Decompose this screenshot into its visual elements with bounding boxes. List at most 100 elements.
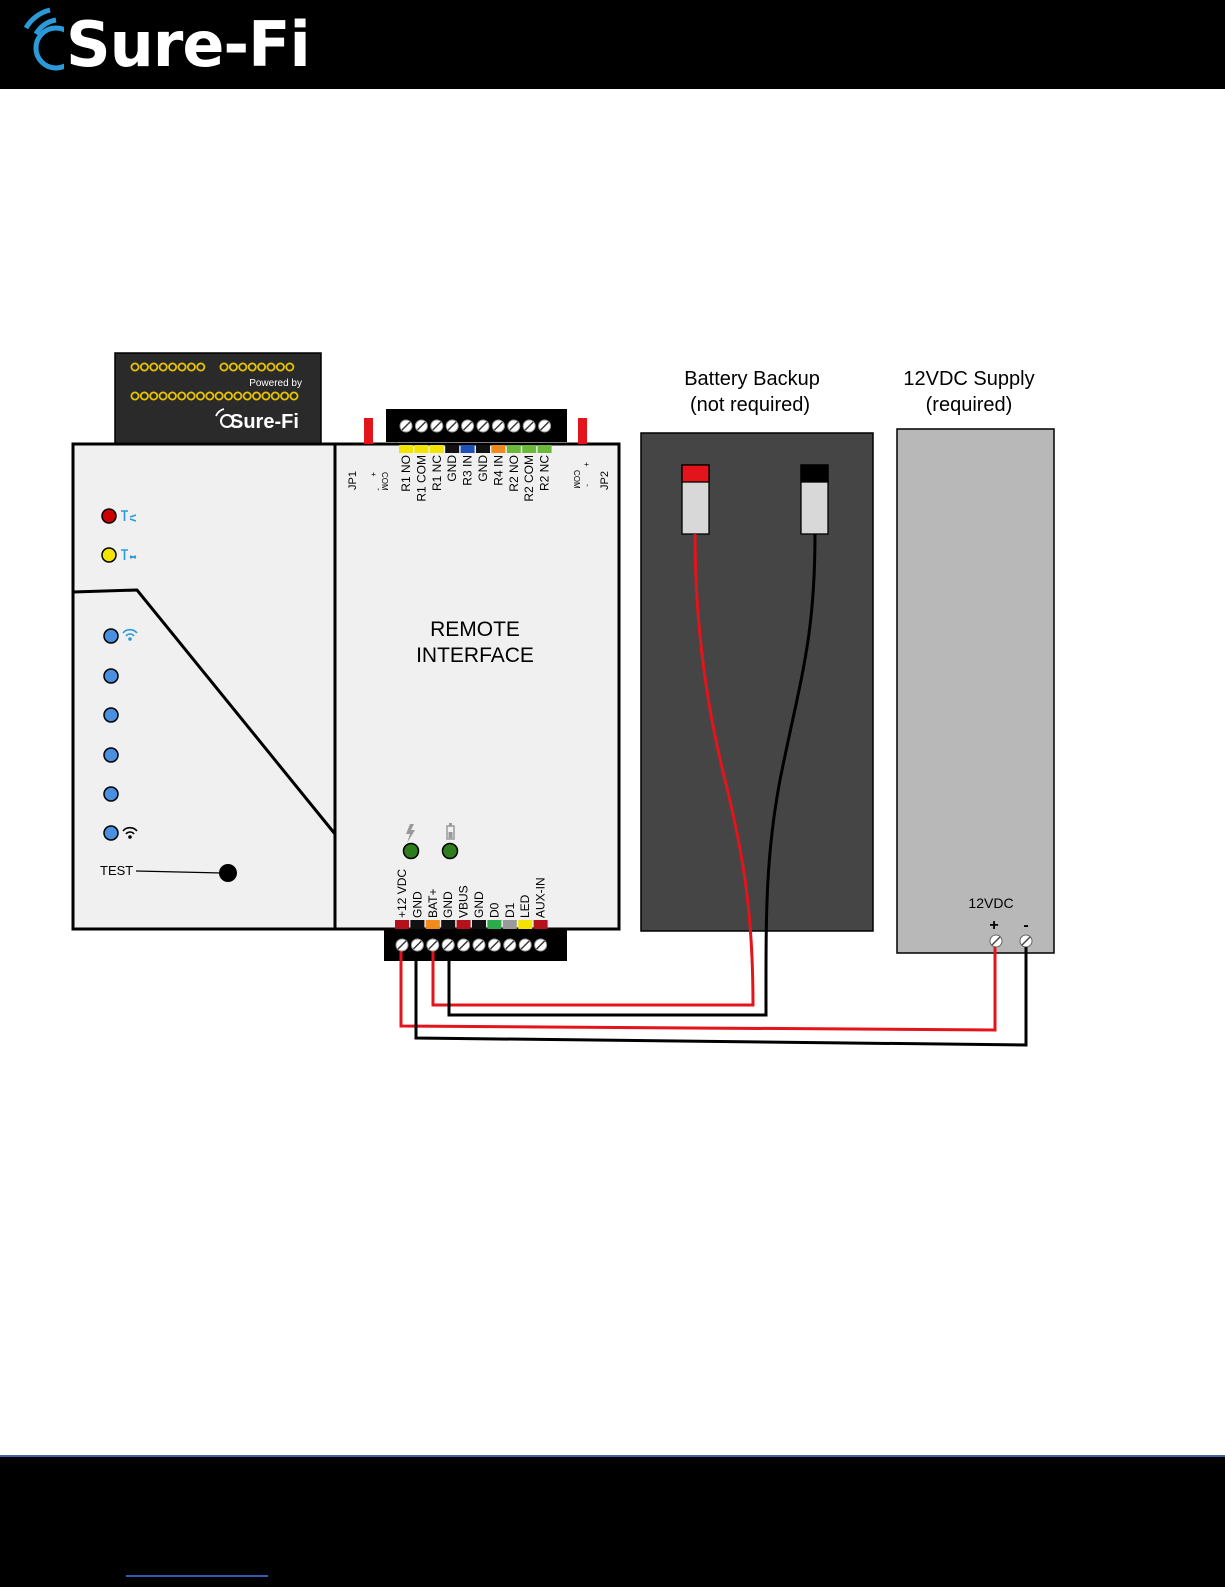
- supply-negative-screw: [1020, 935, 1032, 947]
- bottom-terminal-color-strip: [503, 920, 517, 929]
- led-blue-1: [104, 629, 118, 643]
- battery-title-line-1: Battery Backup: [684, 368, 820, 390]
- header-bar: Sure-Fi: [0, 0, 1225, 89]
- top-terminal-label: R3 IN: [461, 455, 475, 486]
- bottom-terminal-label: D0: [487, 902, 501, 918]
- top-terminal-color-strip: [445, 445, 459, 453]
- top-terminal-color-strip: [414, 445, 428, 453]
- bottom-terminal-screw: [411, 939, 423, 951]
- bottom-terminal-color-strip: [395, 920, 409, 929]
- bottom-terminal-screw: [504, 939, 516, 951]
- jp1-minus: -: [374, 488, 383, 491]
- jp1-red-tab: [364, 418, 373, 444]
- bottom-terminal-screw: [473, 939, 485, 951]
- bottom-terminal-color-strip: [534, 920, 548, 929]
- power-led: [404, 844, 419, 859]
- bottom-terminal-screw: [488, 939, 500, 951]
- bottom-terminal-screw: [458, 939, 470, 951]
- powered-by-label: Powered by: [249, 378, 302, 389]
- bottom-terminal-screw: [519, 939, 531, 951]
- top-terminal-color-strip: [491, 445, 505, 453]
- top-terminal-color-strip: [522, 445, 536, 453]
- bottom-terminal-screw: [427, 939, 439, 951]
- bottom-terminal-color-strip: [410, 920, 424, 929]
- jp1-plus: +: [369, 472, 378, 477]
- bottom-terminal-color-strip: [472, 920, 486, 929]
- top-terminal-label: GND: [445, 455, 459, 482]
- jp2-plus: +: [582, 462, 591, 467]
- top-terminal-color-strip: [461, 445, 475, 453]
- bottom-terminal-color-strip: [487, 920, 501, 929]
- top-terminal-screw: [400, 420, 412, 432]
- bottom-terminal-label: LED: [518, 894, 532, 918]
- wiring-diagram: Powered by Sure-Fi TEST: [0, 89, 1225, 1455]
- jp2-label: JP2: [599, 471, 611, 490]
- top-terminal-label: R1 NO: [399, 455, 413, 492]
- bottom-terminal-label: GND: [410, 891, 424, 918]
- top-terminal-screw: [462, 420, 474, 432]
- bottom-terminal-screw: [396, 939, 408, 951]
- top-terminal-screw: [446, 420, 458, 432]
- supply-title-line-1: 12VDC Supply: [903, 368, 1034, 390]
- left-enclosure: TEST: [73, 444, 335, 929]
- top-terminal-label: GND: [476, 455, 490, 482]
- top-terminal-screw: [492, 420, 504, 432]
- bottom-terminal-label: D1: [503, 902, 517, 918]
- jp1-label: JP1: [347, 471, 359, 490]
- supply-minus-label: -: [1023, 917, 1028, 934]
- top-terminal-color-strip: [476, 445, 490, 453]
- test-button[interactable]: [219, 864, 237, 882]
- led-blue-6: [104, 826, 118, 840]
- top-terminal-screw: [539, 420, 551, 432]
- test-label: TEST: [100, 863, 133, 878]
- top-terminal-color-strip: [507, 445, 521, 453]
- power-supply: 12VDC Supply (required) 12VDC + -: [897, 368, 1054, 953]
- top-terminal-label: R1 COM: [414, 455, 428, 502]
- top-terminal-screw: [508, 420, 520, 432]
- led-blue-3: [104, 708, 118, 722]
- top-terminal-label: R2 NC: [538, 455, 552, 491]
- bottom-terminal-color-strip: [426, 920, 440, 929]
- logo-text: Sure-Fi: [66, 2, 310, 88]
- module-brand-label: Sure-Fi: [230, 411, 299, 433]
- bottom-terminal-label: GND: [441, 891, 455, 918]
- top-terminal-label: R2 COM: [522, 455, 536, 502]
- battery-title-line-2: (not required): [690, 394, 810, 416]
- battery-led: [443, 844, 458, 859]
- bottom-terminal-label: VBUS: [457, 885, 471, 918]
- top-terminal-color-strip: [430, 445, 444, 453]
- jp2-minus: -: [583, 484, 592, 487]
- bottom-terminal-screw: [535, 939, 547, 951]
- remote-title-line-2: INTERFACE: [416, 644, 534, 667]
- led-yellow: [102, 548, 116, 562]
- bottom-terminal-label: BAT+: [426, 889, 440, 918]
- footer-link-underline[interactable]: [126, 1575, 268, 1577]
- radio-module: Powered by Sure-Fi: [115, 353, 321, 445]
- top-terminal-label: R4 IN: [491, 455, 505, 486]
- top-terminal-screw: [415, 420, 427, 432]
- bottom-terminal-label: +12 VDC: [395, 869, 409, 918]
- bottom-terminal-label: GND: [472, 891, 486, 918]
- battery-backup: Battery Backup (not required): [641, 368, 873, 931]
- footer-bar: [0, 1455, 1225, 1587]
- supply-positive-screw: [990, 935, 1002, 947]
- top-terminal-label: R2 NO: [507, 455, 521, 492]
- led-blue-4: [104, 748, 118, 762]
- led-blue-5: [104, 787, 118, 801]
- top-terminal-screw: [431, 420, 443, 432]
- top-terminal-screw: [523, 420, 535, 432]
- led-red: [102, 509, 116, 523]
- bottom-terminal-color-strip: [441, 920, 455, 929]
- top-terminal-screw: [477, 420, 489, 432]
- supply-terminal-label: 12VDC: [968, 895, 1013, 911]
- bottom-terminal-screw: [442, 939, 454, 951]
- top-terminal-label: R1 NC: [430, 455, 444, 491]
- jp2-red-tab: [578, 418, 587, 444]
- top-terminal-color-strip: [538, 445, 552, 453]
- supply-title-line-2: (required): [926, 394, 1013, 416]
- bottom-terminal-color-strip: [457, 920, 471, 929]
- bottom-terminal-label: AUX-IN: [534, 877, 548, 918]
- top-terminal-color-strip: [399, 445, 413, 453]
- jp2-com: COM: [572, 470, 581, 489]
